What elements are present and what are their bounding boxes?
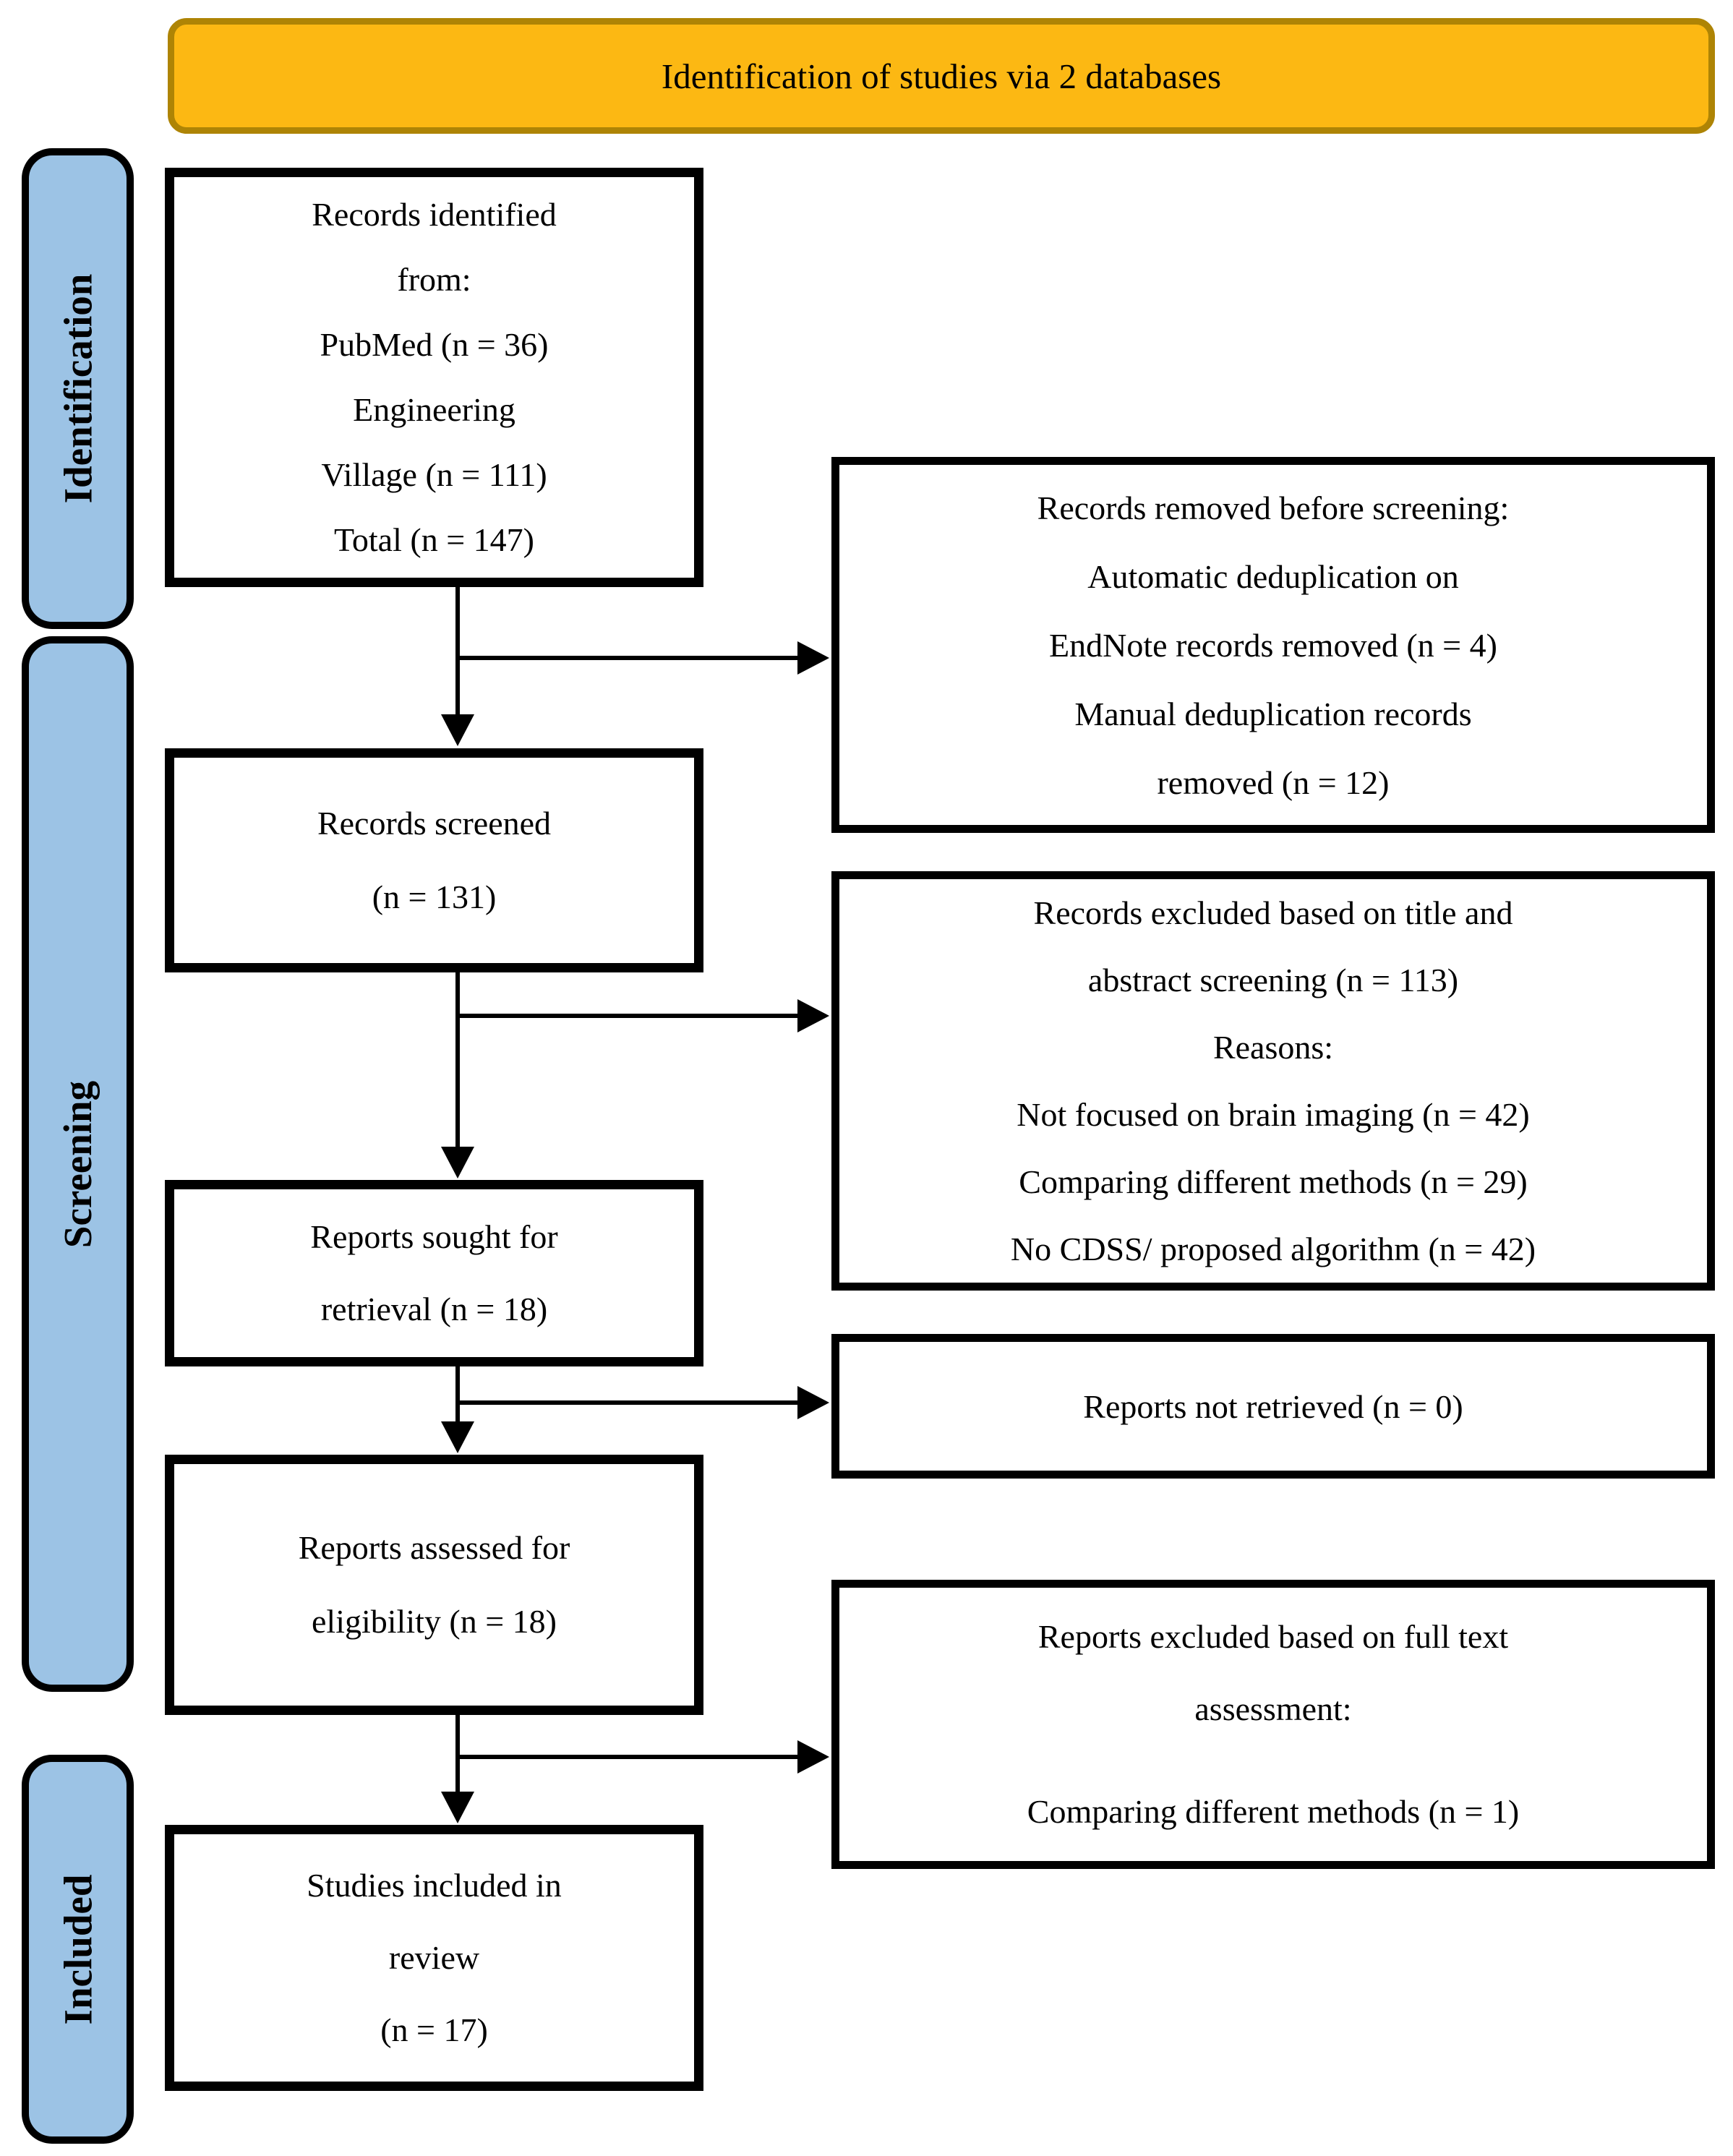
- box-records-excluded-title-abstract: Records excluded based on title and abst…: [831, 871, 1715, 1291]
- box-text-line: No CDSS/ proposed algorithm (n = 42): [1010, 1231, 1536, 1267]
- box-text-line: Manual deduplication records: [1074, 695, 1472, 732]
- arrow-down-icon: [441, 1421, 474, 1453]
- box-records-screened: Records screened (n = 131): [165, 748, 703, 972]
- box-text-line: Studies included in: [307, 1867, 562, 1904]
- box-text-line: abstract screening (n = 113): [1087, 962, 1459, 998]
- stage-label-identification: Identification: [22, 148, 134, 629]
- box-text-line: Reports sought for: [310, 1218, 558, 1255]
- box-studies-included: Studies included in review (n = 17): [165, 1825, 703, 2091]
- arrow-right-icon: [797, 1740, 829, 1774]
- box-text-line: Records identified: [312, 196, 557, 233]
- box-text-line: Reports assessed for: [298, 1529, 570, 1566]
- arrow-right-icon: [797, 641, 829, 675]
- box-text-line: retrieval (n = 18): [320, 1291, 548, 1327]
- box-records-removed: Records removed before screening: Automa…: [831, 457, 1715, 833]
- box-text-line: from:: [397, 261, 471, 298]
- stage-label-text: Identification: [56, 273, 100, 504]
- arrow-right-icon: [797, 999, 829, 1032]
- box-records-identified: Records identified from: PubMed (n = 36)…: [165, 168, 703, 587]
- box-text-line: Records excluded based on title and: [1033, 894, 1513, 931]
- box-text-line: (n = 131): [372, 878, 497, 915]
- arrow-down-icon: [441, 1147, 474, 1178]
- arrow-down-icon: [441, 714, 474, 746]
- box-text-line: Reports not retrieved (n = 0): [1083, 1387, 1463, 1425]
- box-text-line: Reports excluded based on full text: [1037, 1618, 1509, 1655]
- box-text-line: Engineering: [353, 391, 515, 428]
- box-reports-sought: Reports sought for retrieval (n = 18): [165, 1180, 703, 1366]
- stage-label-included: Included: [22, 1755, 134, 2144]
- box-text-line: PubMed (n = 36): [320, 326, 549, 363]
- box-text-line: Reasons:: [1212, 1029, 1334, 1066]
- box-text-line: eligibility (n = 18): [312, 1603, 557, 1640]
- box-text-line: Records screened: [317, 805, 552, 842]
- box-text-line: removed (n = 12): [1157, 763, 1390, 801]
- box-text-line: Automatic deduplication on: [1087, 557, 1459, 595]
- box-text-line: Village (n = 111): [321, 456, 547, 493]
- box-text-line: (n = 17): [380, 2011, 488, 2048]
- stage-label-text: Screening: [56, 1080, 100, 1248]
- box-text-line: Not focused on brain imaging (n = 42): [1017, 1096, 1530, 1133]
- header-title: Identification of studies via 2 database…: [661, 56, 1222, 96]
- box-text-line: Comparing different methods (n = 29): [1019, 1163, 1528, 1200]
- box-reports-assessed: Reports assessed for eligibility (n = 18…: [165, 1455, 703, 1715]
- box-text-line: EndNote records removed (n = 4): [1049, 626, 1497, 664]
- stage-label-screening: Screening: [22, 636, 134, 1692]
- stage-label-text: Included: [56, 1874, 100, 2024]
- box-reports-not-retrieved: Reports not retrieved (n = 0): [831, 1334, 1715, 1479]
- box-text-line: Total (n = 147): [334, 521, 534, 558]
- arrow-right-icon: [797, 1386, 829, 1419]
- arrow-down-icon: [441, 1792, 474, 1823]
- box-text-line: review: [388, 1939, 480, 1976]
- box-reports-excluded-fulltext: Reports excluded based on full text asse…: [831, 1580, 1715, 1869]
- box-text-line: assessment:: [1194, 1690, 1352, 1727]
- box-text-line: Comparing different methods (n = 1): [1027, 1793, 1520, 1830]
- box-text-line: Records removed before screening:: [1037, 489, 1510, 526]
- header-banner: Identification of studies via 2 database…: [168, 18, 1715, 134]
